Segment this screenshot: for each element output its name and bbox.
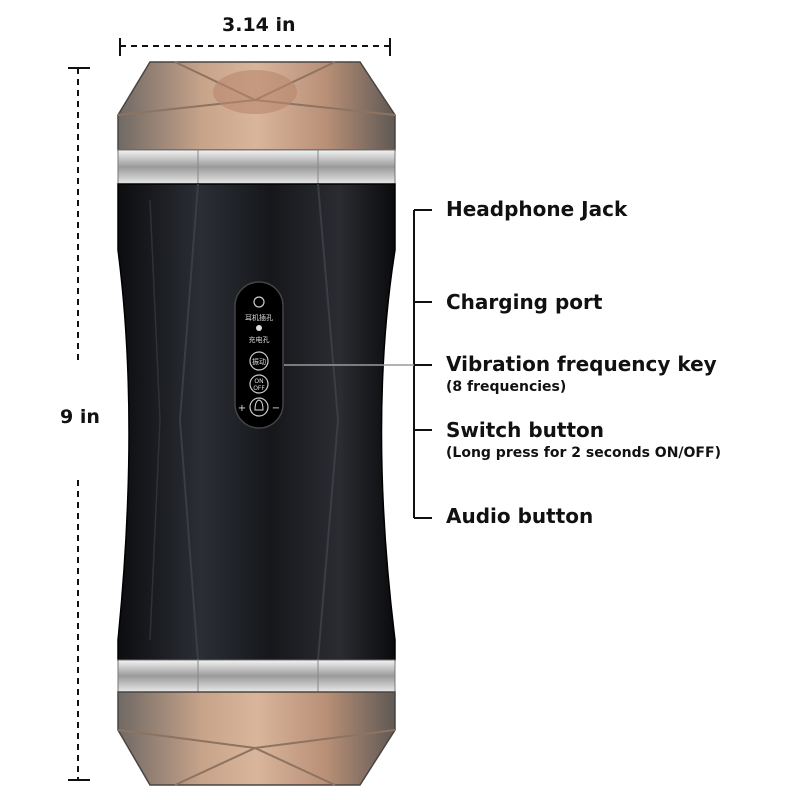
headphone-jack-label: Headphone Jack — [446, 197, 628, 221]
callout-switch-button: Switch button (Long press for 2 seconds … — [446, 418, 721, 461]
switch-button-label: Switch button — [446, 418, 605, 442]
headphone-panel-label: 耳机插孔 — [245, 313, 273, 322]
switch-button[interactable] — [249, 374, 269, 394]
height-dimension-line — [68, 67, 90, 781]
on-panel-label: ON — [254, 378, 263, 385]
headphone-jack-icon — [253, 296, 265, 308]
audio-button[interactable] — [249, 397, 269, 417]
height-label: 9 in — [60, 406, 100, 428]
charging-port-icon — [256, 325, 262, 331]
bottom-cap — [117, 691, 396, 786]
callout-headphone-jack: Headphone Jack — [446, 197, 627, 221]
vibrate-panel-label: 振动 — [252, 357, 266, 366]
callout-vibration-key: Vibration frequency key (8 frequencies) — [446, 352, 717, 395]
width-label: 3.14 in — [222, 14, 296, 36]
callout-charging-port: Charging port — [446, 290, 602, 314]
plus-panel-label: + — [238, 403, 246, 414]
minus-panel-label: − — [272, 403, 280, 414]
charging-port-label: Charging port — [446, 290, 603, 314]
vibration-key-label: Vibration frequency key — [446, 352, 717, 376]
vibration-key[interactable] — [249, 351, 269, 371]
bell-icon — [254, 399, 264, 411]
callout-bracket — [284, 209, 432, 519]
charging-panel-label: 充电孔 — [249, 335, 270, 344]
switch-note: (Long press for 2 seconds ON/OFF) — [446, 445, 721, 461]
control-panel: 耳机插孔 充电孔 振动 ON OFF + − — [234, 281, 284, 429]
vibration-note: (8 frequencies) — [446, 379, 567, 395]
bottom-chrome-ring — [117, 659, 396, 693]
audio-button-label: Audio button — [446, 504, 594, 528]
off-panel-label: OFF — [253, 385, 265, 392]
width-dimension-line — [119, 38, 391, 56]
top-chrome-ring — [117, 149, 396, 185]
callout-audio-button: Audio button — [446, 504, 593, 528]
top-cap — [117, 61, 396, 151]
